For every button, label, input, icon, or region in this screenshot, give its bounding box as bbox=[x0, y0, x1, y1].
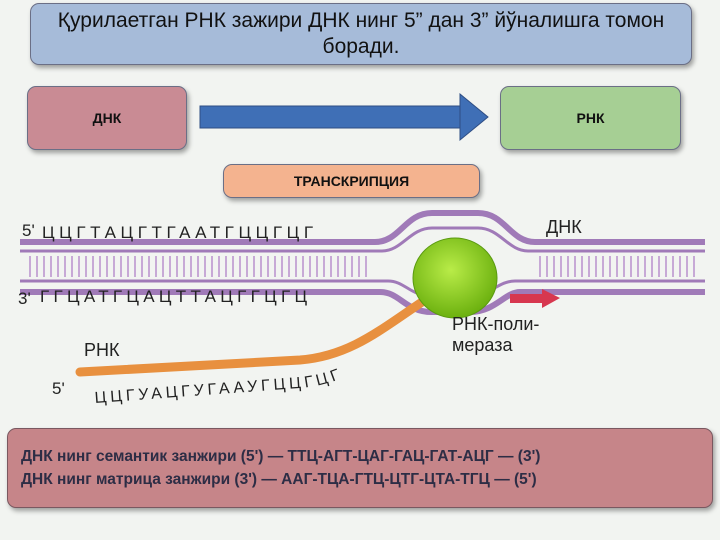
bottom-strand-end: 3' bbox=[18, 289, 31, 308]
rna-polymerase-blob bbox=[412, 237, 498, 319]
dna-to-rna-arrow bbox=[199, 92, 489, 142]
strand-sequences-box: ДНК нинг семантик занжири (5') — ТТЦ-АГТ… bbox=[7, 428, 713, 508]
polymerase-direction-arrow bbox=[510, 289, 560, 308]
dna-strand-label: ДНК bbox=[546, 217, 582, 237]
transcription-label: ТРАНСКРИПЦИЯ bbox=[293, 173, 410, 189]
polymerase-label-2: мераза bbox=[452, 335, 513, 355]
transcription-box: ТРАНСКРИПЦИЯ bbox=[223, 164, 480, 198]
top-strand-end: 5' bbox=[22, 221, 35, 240]
dna-strands bbox=[20, 210, 705, 315]
template-strand-line: ДНК нинг матрица занжири (3') — ААГ-ТЦА-… bbox=[21, 471, 537, 488]
base-pair-ticks bbox=[29, 256, 695, 277]
semantic-strand-line: ДНК нинг семантик занжири (5') — ТТЦ-АГТ… bbox=[21, 448, 541, 465]
rna-strand-label: РНК bbox=[84, 340, 120, 360]
rna-box: РНК bbox=[500, 86, 681, 150]
dna-box-label: ДНК bbox=[92, 110, 122, 126]
rna-box-label: РНК bbox=[576, 110, 605, 126]
top-strand-sequence: ЦЦГТАЦГТГААТГЦЦГЦГ bbox=[42, 223, 318, 242]
rna-strand bbox=[75, 295, 430, 377]
bottom-strand-sequence: ГГЦАТГЦАЦТТАЦГГЦГЦ bbox=[40, 287, 311, 306]
title-box: Қурилаетган РНК зажири ДНК нинг 5” дан 3… bbox=[30, 3, 692, 65]
top-strand-line bbox=[20, 210, 705, 245]
rna-strand-end: 5' bbox=[52, 379, 65, 398]
dna-box: ДНК bbox=[27, 86, 187, 150]
top-strand-line-inner bbox=[20, 226, 705, 253]
title-text: Қурилаетган РНК зажири ДНК нинг 5” дан 3… bbox=[57, 9, 665, 58]
polymerase-label-1: РНК-поли- bbox=[452, 314, 539, 334]
